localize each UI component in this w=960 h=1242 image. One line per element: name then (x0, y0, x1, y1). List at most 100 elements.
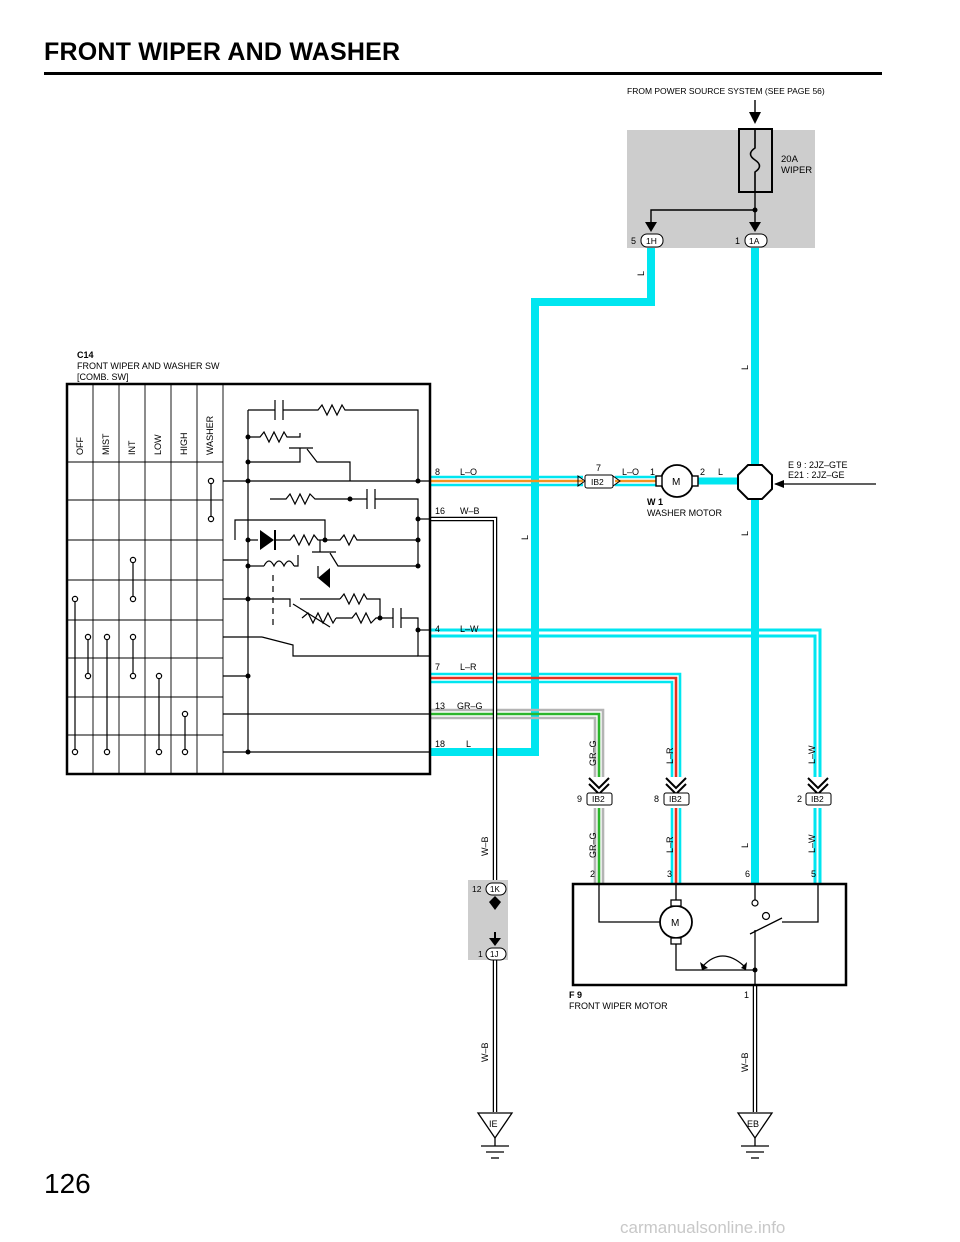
wiper-motor-code: F 9 (569, 990, 582, 1000)
washer-wire-out-label: L (718, 467, 723, 477)
page-number: 126 (44, 1168, 91, 1199)
wiper-motor-symbol: M (671, 918, 679, 929)
wire-lr-a (430, 672, 682, 777)
switch-sub: [COMB. SW] (77, 372, 129, 382)
switch-pin-13: 13 (435, 701, 445, 711)
wire-label-wb-3: W–B (740, 1052, 750, 1072)
ib2-conn-8 (663, 777, 690, 806)
conn-1k-arrow (489, 896, 501, 910)
wire-label-wb-1: W–B (480, 836, 490, 856)
wire-label-wb-2: W–B (480, 1042, 490, 1062)
power-source-label: FROM POWER SOURCE SYSTEM (SEE PAGE 56) (627, 86, 825, 96)
wire-label-grg-2: GR–G (588, 832, 598, 858)
wiper-pin-3: 3 (667, 869, 672, 879)
switch-pin-4: 4 (435, 624, 440, 634)
wire-label-grg-1: GR–G (588, 740, 598, 766)
wiper-motor-brush-top (670, 899, 682, 907)
wire-l-left (430, 248, 655, 756)
wiper-motor-name: FRONT WIPER MOTOR (569, 1001, 668, 1011)
conn-1h-arrow (645, 222, 657, 232)
ib2-conn-8-id: IB2 (669, 794, 682, 804)
ground-eb-icon (736, 1112, 774, 1159)
conn-1k-box (485, 882, 507, 896)
switch-wire-7: L–R (460, 662, 477, 672)
wiper-cam-arrow-r (741, 962, 747, 970)
wire-label-l-4: L (740, 531, 750, 536)
conn-1h-label-box (640, 233, 664, 248)
wiper-ground-pin: 1 (744, 990, 749, 1000)
conn-1h-id: 1H (646, 236, 657, 246)
washer-pin-out: 2 (700, 467, 705, 477)
washer-motor-brush-l (655, 475, 663, 487)
ib2-conn-9 (586, 777, 613, 806)
switch-wire-18: L (466, 739, 471, 749)
switch-pos-int: INT (127, 440, 137, 455)
wire-lr-c (430, 680, 674, 777)
washer-motor-brush-r (691, 475, 699, 487)
diode2-icon (318, 568, 330, 588)
switch-pos-mist: MIST (101, 433, 111, 455)
wire-lw-a (430, 628, 822, 777)
wire-grg-b (430, 712, 601, 777)
ib2-conn-2-id: IB2 (811, 794, 824, 804)
switch-internal-circuit (223, 400, 430, 753)
switch-wire-8: L–O (460, 467, 477, 477)
ib2-washer-arrow-l (577, 475, 586, 487)
wiper-motor-body (571, 882, 848, 987)
ib2-washer-pin: 7 (596, 463, 601, 473)
wiper-motor-brush-bottom (670, 937, 682, 945)
switch-internal-junctions (245, 434, 421, 755)
junction-connector-icon (737, 464, 773, 500)
fuse-amps: 20A (781, 154, 799, 165)
ib2-conn-2-pin: 2 (797, 794, 802, 804)
switch-pin-7: 7 (435, 662, 440, 672)
wire-label-l-3: L (520, 535, 530, 540)
switch-pos-high: HIGH (179, 433, 189, 456)
wiper-cam-arrow-l (700, 962, 708, 970)
wire-label-lr-1: L–R (665, 747, 675, 764)
switch-contacts (71, 477, 215, 756)
conn-1a-id: 1A (749, 236, 760, 246)
page-title: FRONT WIPER AND WASHER (44, 38, 401, 66)
switch-name: FRONT WIPER AND WASHER SW (77, 361, 220, 371)
ib2-conn-8-pin: 8 (654, 794, 659, 804)
wiper-motor-circuit (598, 884, 819, 986)
conn-1j-pin: 1 (478, 949, 483, 959)
wire-label-lr-2: L–R (665, 836, 675, 853)
fuse-box-shade (627, 130, 815, 248)
conn-1k-pin: 12 (472, 884, 482, 894)
wiper-pin-2: 2 (590, 869, 595, 879)
ib2-washer-arrow-r (612, 475, 621, 487)
ib2-conn-9-id: IB2 (592, 794, 605, 804)
wiper-switch-contact-a (751, 899, 759, 907)
switch-pin-8: 8 (435, 467, 440, 477)
wire-lw-b (430, 634, 817, 777)
conn-1j-id: 1J (490, 950, 498, 959)
washer-motor-symbol: M (672, 477, 680, 488)
wiper-junction-dot (752, 967, 758, 973)
wire-label-lw-1: L–W (807, 745, 817, 764)
wire-wb-inner (430, 518, 496, 880)
diode-icon (260, 530, 274, 550)
ground-ie-icon (476, 1112, 514, 1159)
watermark: carmanualsonline.info (620, 1218, 786, 1237)
conn-1a-label-box (744, 233, 768, 248)
washer-motor-name: WASHER MOTOR (647, 508, 723, 518)
conn-1j-box (485, 947, 507, 961)
fuse-name: WIPER (781, 165, 812, 176)
switch-pin-18: 18 (435, 739, 445, 749)
switch-pos-low: LOW (153, 434, 163, 455)
wire-label-l-5: L (740, 843, 750, 848)
wiper-pin-6: 6 (745, 869, 750, 879)
wire-label-lw-2: L–W (807, 834, 817, 853)
ground-eb-label: EB (747, 1119, 759, 1129)
switch-wire-4: L–W (460, 624, 479, 634)
fuse-branch-wire (650, 192, 756, 226)
washer-wire-in-label: L–O (622, 467, 639, 477)
washer-pin-in: 1 (650, 467, 655, 477)
switch-pos-washer: WASHER (205, 415, 215, 455)
conn-1k-id: 1K (490, 885, 500, 894)
power-feed-arrow (749, 112, 761, 124)
switch-pos-off: OFF (75, 437, 85, 455)
